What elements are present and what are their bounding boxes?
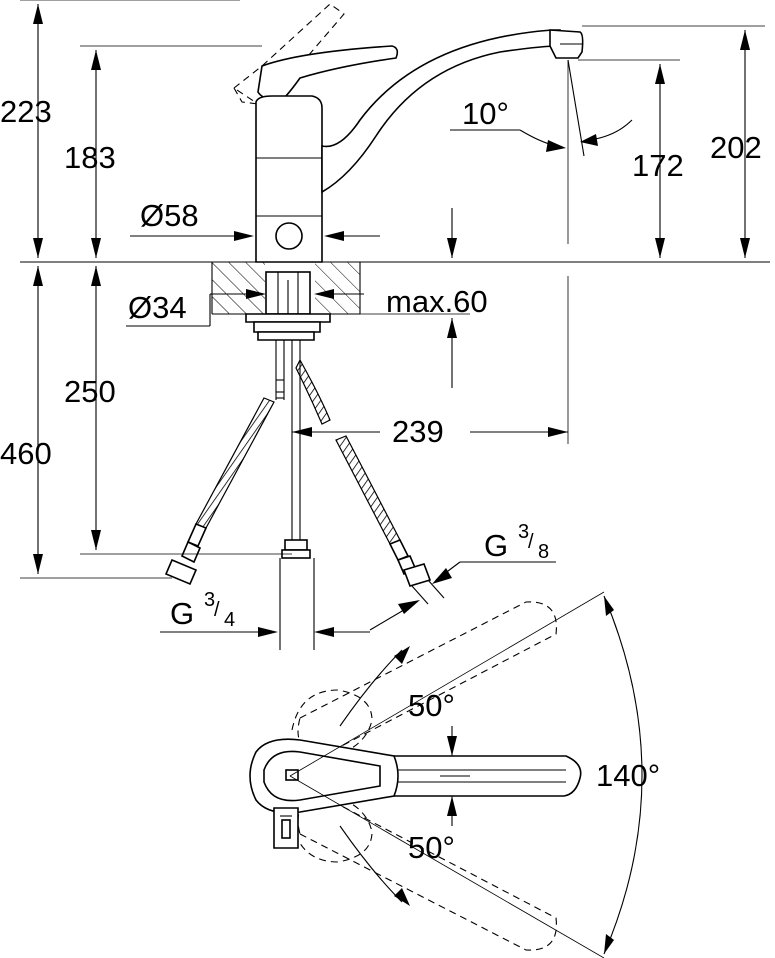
left-hose — [164, 397, 275, 586]
svg-text:/: / — [214, 599, 220, 621]
angle-50-left: 50° — [408, 688, 455, 723]
dim-250: 250 — [64, 374, 116, 409]
right-hose — [295, 358, 445, 605]
mounting-hardware — [245, 271, 331, 650]
angle-140: 140° — [596, 758, 660, 793]
dim-239: 239 — [392, 414, 444, 449]
svg-text:/: / — [528, 531, 534, 553]
svg-text:4: 4 — [224, 609, 235, 631]
dim-ø34: Ø34 — [128, 290, 187, 325]
side-view: 223 183 Ø58 Ø34 max.60 10° 172 202 239 2… — [0, 0, 770, 650]
plan-view: 50° 50° 140° — [249, 591, 660, 958]
svg-text:G: G — [484, 528, 508, 563]
dim-10-degree: 10° — [462, 96, 509, 131]
dim-max60: max.60 — [386, 284, 488, 319]
angle-50-right: 50° — [408, 830, 455, 865]
swivel-angle-lines — [289, 591, 643, 958]
svg-text:G: G — [170, 596, 194, 631]
body-top — [249, 738, 399, 849]
dim-223: 223 — [0, 94, 52, 129]
thread-g34-label: G 3 / 4 — [170, 589, 235, 631]
svg-text:8: 8 — [538, 541, 549, 563]
dim-172: 172 — [632, 148, 684, 183]
spout-right-ghost — [291, 793, 557, 951]
svg-text:3: 3 — [518, 521, 529, 543]
dim-202: 202 — [710, 130, 762, 165]
faucet-body — [255, 29, 584, 263]
svg-text:3: 3 — [204, 589, 215, 611]
spout-left-ghost — [291, 601, 557, 759]
dim-460: 460 — [0, 436, 52, 471]
dim-ø58: Ø58 — [140, 198, 199, 233]
thread-g38-label: G 3 / 8 — [484, 521, 549, 563]
dimension-lines — [20, 0, 765, 637]
dim-183: 183 — [64, 140, 116, 175]
